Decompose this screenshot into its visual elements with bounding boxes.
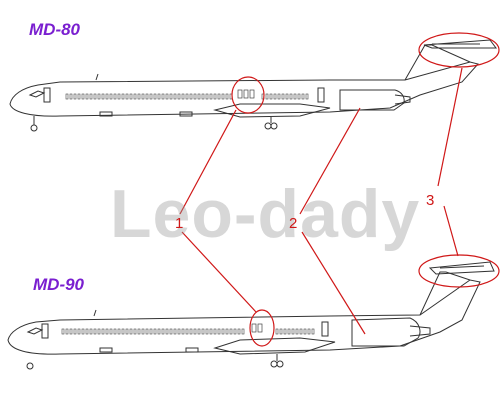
md90-fuselage [7, 279, 481, 355]
md90-window-row [61, 323, 315, 335]
model-label-md80: MD-80 [29, 20, 81, 39]
md90-tail-stabilizer [428, 261, 495, 275]
md90-aircraft [7, 261, 495, 370]
watermark-text: Leo-dady [110, 176, 421, 252]
md80-nose-gear [30, 124, 38, 132]
md90-wing [213, 337, 336, 355]
md90-rear-door [321, 321, 329, 337]
md90-vertical-fin [419, 271, 471, 316]
callout-number-1: 1 [175, 215, 184, 232]
md90-nose-gear [26, 362, 34, 370]
leader-3-down [443, 205, 459, 257]
leader-2-up [299, 107, 361, 215]
model-label-md90: MD-90 [33, 275, 85, 294]
md80-cockpit-window [28, 90, 46, 98]
callout-ellipse-1-bottom [249, 309, 275, 347]
md90-main-gear [270, 360, 278, 368]
md80-tail-stabilizer [423, 39, 497, 49]
md80-front-door [43, 87, 51, 103]
callout-ellipse-1-top [231, 76, 265, 114]
leader-3-up [437, 67, 463, 187]
leader-1-down [181, 231, 257, 313]
md80-window-row [65, 89, 309, 100]
md90-engine [351, 317, 421, 347]
md80-engine [339, 89, 405, 111]
md90-cockpit-window [26, 327, 44, 335]
callout-ellipse-3-top [418, 32, 500, 68]
callout-annotations [179, 32, 500, 347]
callout-number-3: 3 [426, 192, 435, 209]
md90-front-door [41, 323, 49, 339]
callout-number-2: 2 [289, 215, 298, 232]
md80-main-gear [264, 122, 272, 130]
md80-fuselage [9, 61, 479, 117]
md80-wing [213, 103, 331, 118]
md80-aircraft [9, 39, 497, 132]
md80-rear-door [317, 87, 325, 103]
callout-ellipse-3-bottom [418, 254, 500, 288]
leader-2-down [301, 231, 366, 335]
leader-1-up [179, 109, 237, 215]
